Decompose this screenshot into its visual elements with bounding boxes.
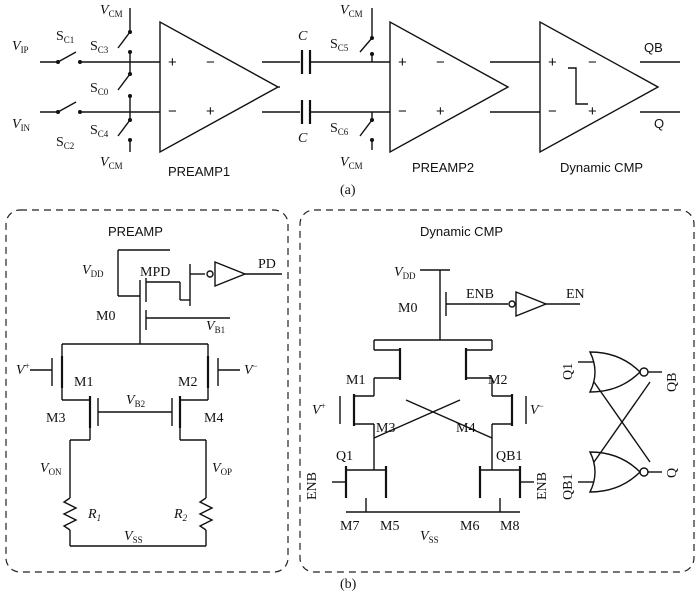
pd-inverter	[214, 260, 247, 288]
label-sc0: SC0	[90, 81, 109, 97]
dynamic-title: Dynamic CMP	[420, 224, 503, 239]
label-vb2: VB2	[126, 393, 145, 409]
switch-sc1	[57, 51, 77, 63]
label-enb-top: ENB	[466, 287, 494, 302]
preamp-label-m3: M3	[46, 411, 65, 426]
label-vop: VOP	[212, 461, 232, 477]
label-en: EN	[566, 287, 585, 302]
preamp1-minus-top: −	[206, 54, 215, 71]
label-vcm-top: VCM	[100, 3, 123, 19]
dynamic-label-m2: M2	[488, 373, 507, 388]
nor-gate-bottom	[588, 451, 641, 493]
preamp2-minus-top: −	[436, 54, 445, 71]
label-pd: PD	[258, 257, 276, 272]
preamp-label-m2: M2	[178, 375, 197, 390]
label-q-out: Q	[654, 116, 664, 131]
label-sc6: SC6	[330, 121, 349, 137]
dynamic-vminus: V−	[530, 401, 544, 418]
latch-label-q1: Q1	[561, 363, 576, 380]
r1-resistor	[62, 497, 78, 531]
dynamic-label-m4: M4	[456, 421, 475, 436]
label-preamp2: PREAMP2	[412, 160, 474, 175]
label-qb-out: QB	[644, 40, 663, 55]
en-inverter	[515, 290, 548, 318]
label-sc4: SC4	[90, 123, 109, 139]
label-vcm-top2: VCM	[340, 3, 363, 19]
dynamic-vss: VSS	[420, 529, 439, 545]
preamp-title: PREAMP	[108, 224, 163, 239]
label-vcm-bottom: VCM	[100, 155, 123, 171]
preamp-schematic: PREAMP	[16, 224, 282, 547]
caption-a: (a)	[340, 183, 356, 198]
preamp2-triangle	[389, 20, 510, 154]
preamp2-plus: +	[398, 54, 407, 71]
label-sc5: SC5	[330, 37, 349, 53]
label-r2: R2	[173, 507, 188, 523]
dynamic-vplus: V+	[312, 401, 326, 418]
label-von: VON	[40, 461, 62, 477]
label-qb1: QB1	[496, 449, 522, 464]
label-mpd: MPD	[140, 265, 170, 280]
label-vcm-bottom2: VCM	[340, 155, 363, 171]
label-r1: R1	[87, 507, 101, 523]
label-enb-right: ENB	[535, 472, 550, 500]
label-sc2: SC2	[56, 135, 74, 151]
switch-sc6	[359, 119, 373, 137]
label-preamp1: PREAMP1	[168, 164, 230, 179]
preamp1-minus: −	[168, 103, 177, 120]
preamp-label-m0: M0	[96, 309, 115, 324]
cmp-minus: −	[548, 103, 557, 120]
r2-resistor	[198, 497, 214, 531]
preamp1-plus: +	[168, 54, 177, 71]
dynamic-cmp-triangle	[539, 20, 660, 154]
latch-label-q: Q	[665, 468, 680, 478]
cmp-minus-top: −	[588, 54, 597, 71]
switch-sc0	[117, 73, 131, 91]
preamp2-minus: −	[398, 103, 407, 120]
label-cap-top: C	[298, 29, 308, 44]
preamp-box	[5, 209, 289, 573]
switch-sc5	[359, 37, 373, 53]
preamp-label-m1: M1	[74, 375, 93, 390]
preamp-vdd: VDD	[82, 263, 104, 279]
switch-sc2	[57, 101, 77, 113]
switch-sc3	[117, 31, 131, 49]
label-m6: M6	[460, 519, 479, 534]
label-dynamic-cmp: Dynamic CMP	[560, 160, 643, 175]
preamp-vss: VSS	[124, 529, 143, 545]
caption-b: (b)	[340, 577, 357, 592]
hysteresis-symbol	[568, 67, 588, 105]
label-enb-left: ENB	[305, 472, 320, 500]
label-vb1: VB1	[206, 319, 225, 335]
preamp2-plus-bottom: +	[436, 103, 445, 120]
dynamic-cmp-schematic: Dynamic CMP	[305, 224, 680, 545]
dynamic-label-m3: M3	[376, 421, 395, 436]
dynamic-cmp-box	[299, 209, 695, 573]
label-sc3: SC3	[90, 39, 109, 55]
dynamic-vdd: VDD	[394, 265, 416, 281]
preamp1-triangle	[159, 20, 280, 154]
label-m8: M8	[500, 519, 519, 534]
preamp1-plus-bottom: +	[206, 103, 215, 120]
latch-label-qb: QB	[665, 373, 680, 392]
dynamic-label-m1: M1	[346, 373, 365, 388]
label-cap-bottom: C	[298, 131, 308, 146]
preamp-vplus: V+	[16, 361, 30, 378]
latch-label-qb1: QB1	[561, 474, 576, 500]
cmp-plus: +	[548, 54, 557, 71]
dynamic-label-m0: M0	[398, 301, 417, 316]
cmp-plus-bottom: +	[588, 103, 597, 120]
preamp-vminus: V−	[244, 361, 258, 378]
label-m5: M5	[380, 519, 399, 534]
preamp-label-m4: M4	[204, 411, 223, 426]
label-m7: M7	[340, 519, 359, 534]
label-sc1: SC1	[56, 29, 74, 45]
label-vip: VIP	[12, 39, 29, 55]
part-a: VIP VIN SC1 SC2 SC3 SC0 SC4 VCM VCM VCM …	[12, 3, 680, 198]
label-vin: VIN	[12, 117, 31, 133]
label-q1: Q1	[336, 449, 353, 464]
switch-sc4	[117, 119, 131, 137]
nor-gate-top	[588, 351, 641, 393]
